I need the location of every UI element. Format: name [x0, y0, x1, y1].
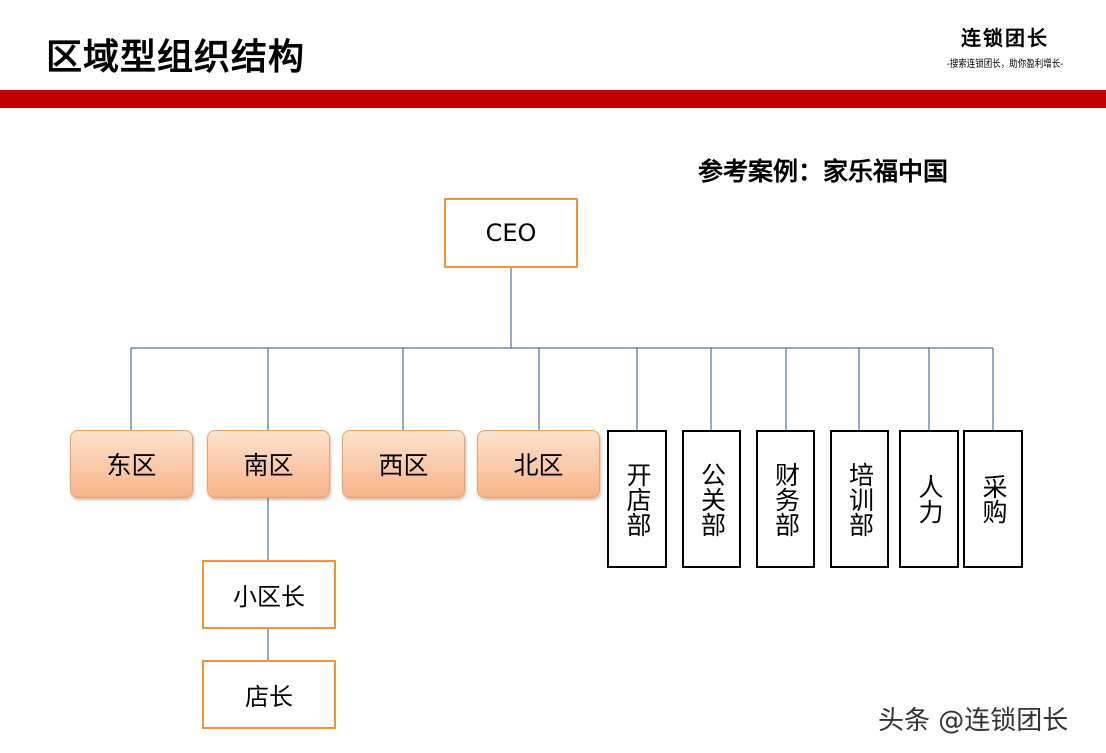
region-east: 东区 [70, 430, 193, 498]
dept-box-6: 采购 [963, 430, 1023, 568]
dept-label: 人力 [915, 474, 944, 524]
dept-label: 开店部 [623, 461, 652, 537]
page-title: 区域型组织结构 [46, 37, 306, 78]
store-manager-box: 店长 [202, 660, 336, 729]
dept-box-1: 开店部 [607, 430, 667, 568]
dept-label: 采购 [979, 474, 1008, 524]
dept-box-4: 培训部 [830, 430, 889, 568]
dept-box-5: 人力 [899, 430, 959, 568]
brand-slogan: -搜索连锁团长，助你盈利增长- [946, 59, 1064, 70]
district-manager-box: 小区长 [202, 560, 336, 629]
region-north: 北区 [477, 430, 600, 498]
region-west: 西区 [342, 430, 465, 498]
dept-box-3: 财务部 [756, 430, 815, 568]
dept-box-2: 公关部 [682, 430, 741, 568]
header-bar [0, 90, 1106, 108]
case-reference: 参考案例：家乐福中国 [698, 157, 949, 186]
watermark: 头条 @连锁团长 [878, 706, 1069, 736]
ceo-box: CEO [444, 198, 578, 268]
dept-label: 公关部 [697, 461, 727, 537]
dept-label: 财务部 [771, 461, 801, 537]
brand-logo: 连锁团长 -搜索连锁团长，助你盈利增长- [930, 22, 1080, 70]
brand-name: 连锁团长 [961, 26, 1049, 50]
dept-label: 培训部 [845, 461, 875, 537]
region-south: 南区 [207, 430, 330, 498]
